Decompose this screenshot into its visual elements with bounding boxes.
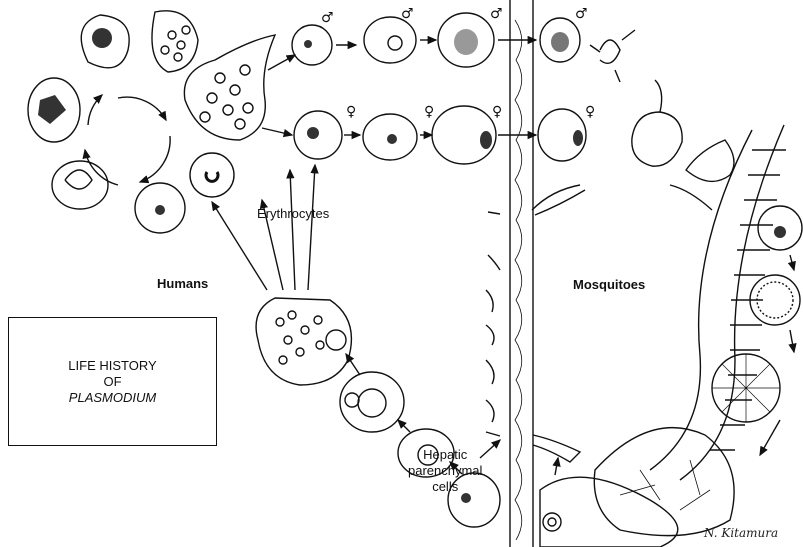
svg-text:♂: ♂ — [490, 6, 503, 22]
hepatic-cells-label: Hepatic parenchymal cells — [408, 447, 482, 495]
svg-text:♂: ♂ — [321, 10, 334, 26]
oocyst-stages — [594, 206, 802, 536]
title-box: LIFE HISTORY OF PLASMODIUM — [8, 317, 217, 446]
hepatic-label-line2: parenchymal — [408, 463, 482, 479]
title-line3: PLASMODIUM — [69, 390, 156, 406]
svg-text:♂: ♂ — [575, 6, 588, 22]
skin-boundary — [486, 0, 533, 547]
merozoite-cluster — [184, 35, 275, 140]
svg-text:♀: ♀ — [346, 104, 356, 120]
svg-text:♀: ♀ — [492, 104, 502, 120]
mosquito-midgut — [650, 125, 786, 480]
liver-to-blood-arrows — [212, 165, 315, 290]
artist-signature: N. Kitamura — [704, 526, 778, 540]
svg-text:♀: ♀ — [585, 104, 595, 120]
svg-text:♀: ♀ — [424, 104, 434, 120]
female-gametocyte-row — [262, 80, 682, 166]
mosquitoes-label: Mosquitoes — [573, 277, 645, 292]
humans-label: Humans — [157, 276, 208, 291]
hepatic-label-line1: Hepatic — [408, 447, 482, 463]
hepatic-label-line3: cells — [408, 479, 482, 495]
title-line1: LIFE HISTORY — [68, 358, 156, 374]
svg-text:♂: ♂ — [401, 6, 414, 22]
sex-symbols: ♂ ♂ ♂ ♂ ♀ ♀ ♀ ♀ — [321, 6, 595, 120]
mosquito-proboscis — [532, 185, 678, 547]
erythrocytes-label: Erythrocytes — [257, 206, 329, 222]
title-line2: OF — [103, 374, 121, 390]
